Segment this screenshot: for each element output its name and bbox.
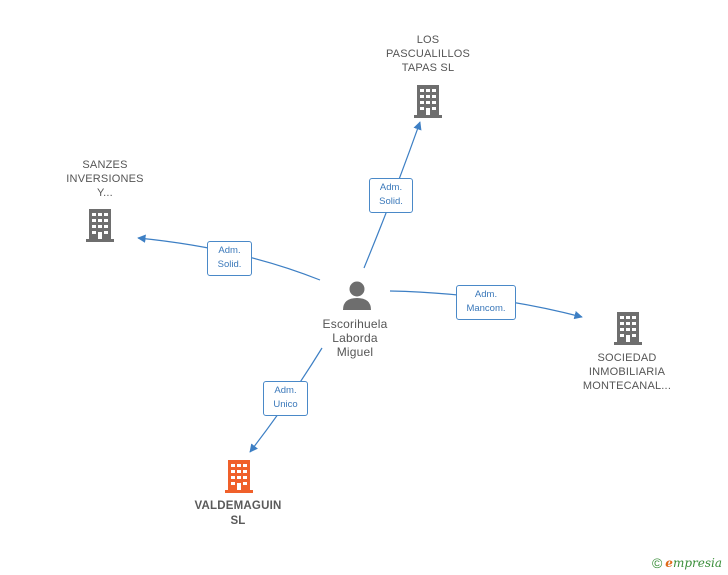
- relation-badge-sanzes: Adm. Solid.: [207, 241, 252, 276]
- company-name-sociedad-inmobiliaria[interactable]: SOCIEDAD INMOBILIARIA MONTECANAL...: [582, 352, 672, 392]
- brand-logo[interactable]: empresia: [665, 556, 722, 570]
- relation-badge-sociedad-inmobiliaria: Adm. Mancom.: [456, 285, 516, 320]
- relation-badge-valdemaguin: Adm. Unico: [263, 381, 308, 416]
- company-name-los-pascualillos[interactable]: LOS PASCUALILLOS TAPAS SL: [385, 34, 471, 74]
- building-icon[interactable]: [414, 85, 442, 118]
- building-icon[interactable]: [86, 209, 114, 242]
- copyright-symbol: ©: [651, 555, 663, 571]
- company-name-sanzes[interactable]: SANZES INVERSIONES Y...: [66, 159, 144, 199]
- building-icon[interactable]: [614, 312, 642, 345]
- building-icon[interactable]: [225, 460, 253, 493]
- company-name-valdemaguin[interactable]: VALDEMAGUIN SL: [194, 500, 282, 527]
- person-icon[interactable]: [343, 281, 371, 311]
- relation-badge-los-pascualillos: Adm. Solid.: [369, 178, 413, 213]
- footer-credit: © empresia: [652, 555, 722, 571]
- person-name[interactable]: Escorihuela Laborda Miguel: [322, 317, 388, 359]
